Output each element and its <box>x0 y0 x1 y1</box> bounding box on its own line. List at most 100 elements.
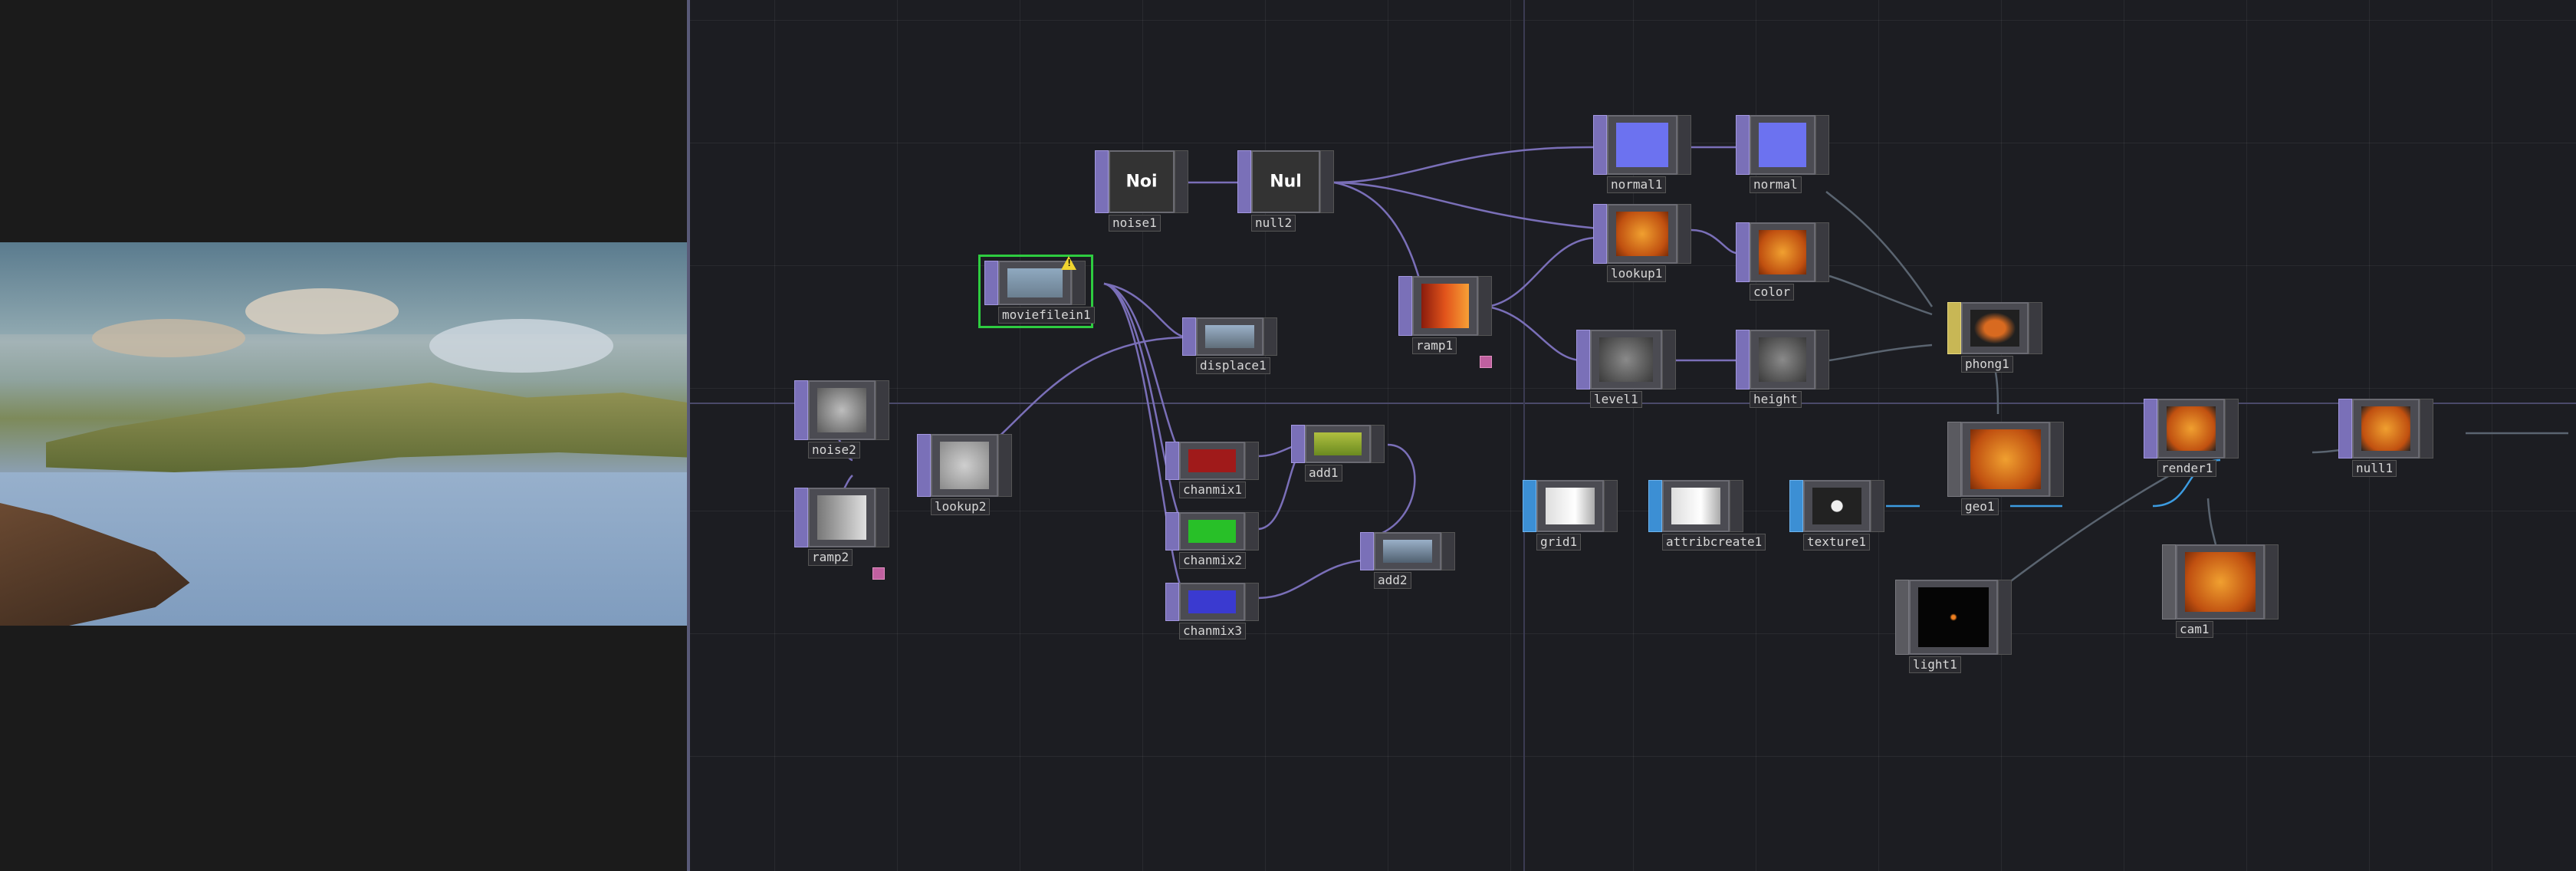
node-label[interactable]: level1 <box>1590 391 1676 408</box>
node-output-strip[interactable] <box>1478 276 1492 336</box>
node-input-strip[interactable] <box>1398 276 1412 336</box>
node-output-strip[interactable] <box>1263 317 1277 356</box>
node-input-strip[interactable] <box>1291 425 1305 463</box>
node-label[interactable]: add1 <box>1305 465 1385 482</box>
node-input-strip[interactable] <box>1789 480 1803 532</box>
node-label[interactable]: null1 <box>2352 460 2433 477</box>
node-input-strip[interactable] <box>1648 480 1662 532</box>
node-label[interactable]: ramp1 <box>1412 337 1492 354</box>
node-input-strip[interactable] <box>917 434 931 497</box>
node-output-strip[interactable] <box>1998 580 2012 655</box>
node-output-strip[interactable] <box>1815 115 1829 175</box>
node-output-strip[interactable] <box>1320 150 1334 213</box>
node-input-strip[interactable] <box>1237 150 1251 213</box>
node-attribcreate1[interactable]: attribcreate1 <box>1648 480 1766 551</box>
flag-icon[interactable] <box>1480 356 1492 368</box>
node-noise2[interactable]: noise2 <box>794 380 889 459</box>
node-null2[interactable]: Nul null2 <box>1237 150 1334 232</box>
node-input-strip[interactable] <box>2162 544 2176 620</box>
node-label[interactable]: add2 <box>1374 572 1455 589</box>
node-add1[interactable]: add1 <box>1291 425 1385 482</box>
warning-icon[interactable] <box>1061 256 1076 270</box>
node-label[interactable]: grid1 <box>1536 534 1618 551</box>
node-output-strip[interactable] <box>1245 583 1259 621</box>
node-output-strip[interactable] <box>1175 150 1188 213</box>
node-output-strip[interactable] <box>2029 302 2042 354</box>
node-input-strip[interactable] <box>1360 532 1374 570</box>
node-lookup2[interactable]: lookup2 <box>917 434 1012 515</box>
node-input-strip[interactable] <box>2338 399 2352 459</box>
node-moviefilein1[interactable]: moviefilein1 <box>984 256 1095 324</box>
node-input-strip[interactable] <box>1736 330 1750 389</box>
node-input-strip[interactable] <box>794 488 808 547</box>
node-chanmix3[interactable]: chanmix3 <box>1165 583 1259 639</box>
node-input-strip[interactable] <box>1593 204 1607 264</box>
node-lookup1[interactable]: lookup1 <box>1593 204 1691 282</box>
node-label[interactable]: normal <box>1750 176 1829 193</box>
node-noise1[interactable]: Noi noise1 <box>1095 150 1188 232</box>
node-label[interactable]: light1 <box>1909 656 2012 673</box>
node-label[interactable]: geo1 <box>1961 498 2064 515</box>
node-input-strip[interactable] <box>1165 583 1179 621</box>
node-label[interactable]: displace1 <box>1196 357 1277 374</box>
node-phong1[interactable]: phong1 <box>1947 302 2042 373</box>
node-input-strip[interactable] <box>1165 512 1179 551</box>
node-label[interactable]: null2 <box>1251 215 1334 232</box>
node-label[interactable]: lookup1 <box>1607 265 1691 282</box>
node-label[interactable]: lookup2 <box>931 498 1012 515</box>
node-input-strip[interactable] <box>794 380 808 440</box>
flag-icon[interactable] <box>872 567 885 580</box>
node-output-strip[interactable] <box>1245 512 1259 551</box>
node-output-strip[interactable] <box>1441 532 1455 570</box>
node-output-strip[interactable] <box>2225 399 2239 459</box>
pane-divider[interactable] <box>687 0 690 871</box>
node-output-strip[interactable] <box>1371 425 1385 463</box>
node-input-strip[interactable] <box>1736 115 1750 175</box>
node-light1[interactable]: light1 <box>1895 580 2012 673</box>
node-output-strip[interactable] <box>998 434 1012 497</box>
node-render1[interactable]: render1 <box>2144 399 2239 477</box>
node-input-strip[interactable] <box>1593 115 1607 175</box>
node-output-strip[interactable] <box>876 488 889 547</box>
node-chanmix1[interactable]: chanmix1 <box>1165 442 1259 498</box>
node-output-strip[interactable] <box>1662 330 1676 389</box>
node-input-strip[interactable] <box>1523 480 1536 532</box>
node-label[interactable]: attribcreate1 <box>1662 534 1766 551</box>
node-input-strip[interactable] <box>1947 302 1961 354</box>
node-output-strip[interactable] <box>1677 115 1691 175</box>
node-output-strip[interactable] <box>1871 480 1884 532</box>
node-label[interactable]: color <box>1750 284 1829 301</box>
node-normal[interactable]: normal <box>1736 115 1829 193</box>
node-label[interactable]: chanmix3 <box>1179 623 1259 639</box>
node-label[interactable]: chanmix2 <box>1179 552 1259 569</box>
node-cam1[interactable]: cam1 <box>2162 544 2279 638</box>
node-label[interactable]: phong1 <box>1961 356 2042 373</box>
network-editor[interactable]: Noi noise1 Nul null2 moviefilein1 displa… <box>690 0 2576 871</box>
node-input-strip[interactable] <box>1095 150 1109 213</box>
node-input-strip[interactable] <box>1895 580 1909 655</box>
node-label[interactable]: texture1 <box>1803 534 1884 551</box>
node-label[interactable]: noise2 <box>808 442 889 459</box>
node-input-strip[interactable] <box>1576 330 1590 389</box>
node-ramp1[interactable]: ramp1 <box>1398 276 1492 354</box>
node-output-strip[interactable] <box>2265 544 2279 620</box>
node-displace1[interactable]: displace1 <box>1182 317 1277 374</box>
node-output-strip[interactable] <box>2420 399 2433 459</box>
node-label[interactable]: chanmix1 <box>1179 482 1259 498</box>
node-level1[interactable]: level1 <box>1576 330 1676 408</box>
node-ramp2[interactable]: ramp2 <box>794 488 889 566</box>
node-output-strip[interactable] <box>1677 204 1691 264</box>
node-chanmix2[interactable]: chanmix2 <box>1165 512 1259 569</box>
node-geo1[interactable]: geo1 <box>1947 422 2064 515</box>
node-normal1[interactable]: normal1 <box>1593 115 1691 193</box>
node-input-strip[interactable] <box>984 261 998 305</box>
node-input-strip[interactable] <box>2144 399 2157 459</box>
node-input-strip[interactable] <box>1736 222 1750 282</box>
node-label[interactable]: moviefilein1 <box>998 307 1095 324</box>
node-label[interactable]: render1 <box>2157 460 2239 477</box>
node-grid1[interactable]: grid1 <box>1523 480 1618 551</box>
node-label[interactable]: height <box>1750 391 1829 408</box>
node-texture1[interactable]: texture1 <box>1789 480 1884 551</box>
node-input-strip[interactable] <box>1165 442 1179 480</box>
node-output-strip[interactable] <box>2050 422 2064 497</box>
